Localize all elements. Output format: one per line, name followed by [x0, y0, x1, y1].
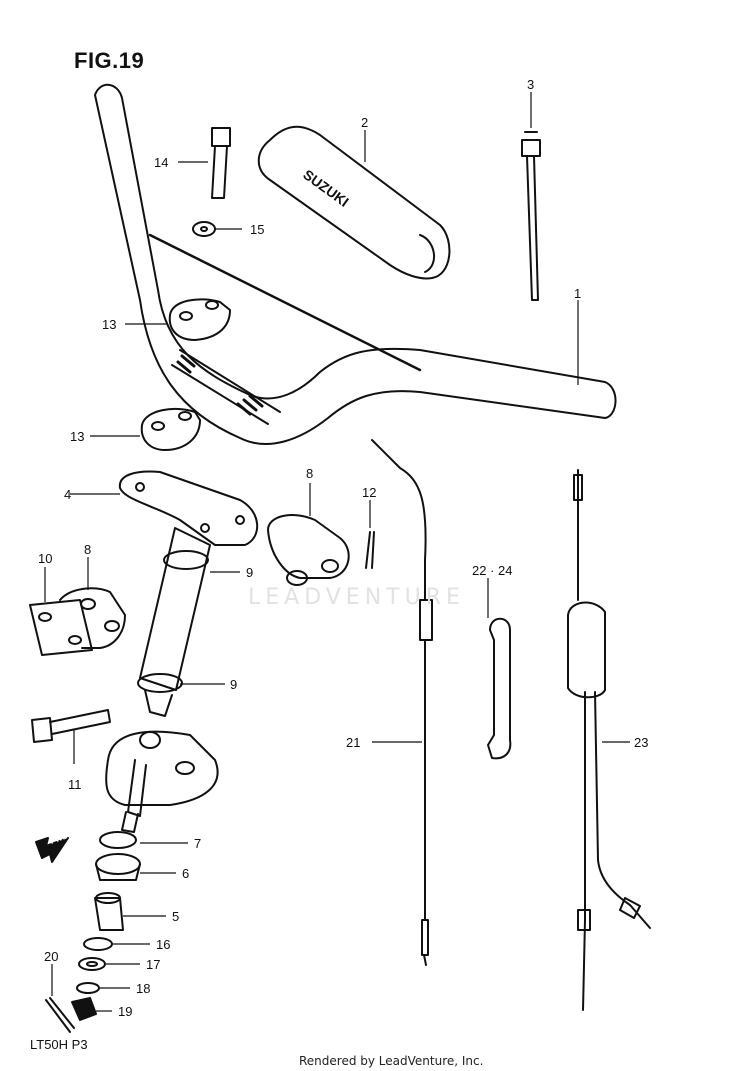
brake-cable: [567, 469, 651, 1011]
callout-8-left: 8: [84, 542, 92, 557]
callout-2: 2: [361, 115, 369, 130]
callout-10: 10: [38, 551, 53, 566]
cotter-pin-20: [45, 997, 75, 1033]
top-plate: [118, 470, 259, 546]
callout-7: 7: [194, 836, 202, 851]
callout-21: 21: [346, 735, 361, 750]
footer-credit: Rendered by LeadVenture, Inc.: [299, 1054, 484, 1068]
callout-14: 14: [154, 155, 169, 170]
washers-16-18: [76, 937, 113, 994]
steering-stem: [137, 527, 211, 717]
upper-clamp: [168, 298, 231, 341]
leader-lines: [44, 92, 630, 1012]
callout-15: 15: [250, 222, 265, 237]
throttle-cable: [371, 439, 433, 966]
stem-holder-right: [267, 514, 350, 586]
washer-15: [192, 221, 216, 237]
callout-23: 23: [634, 735, 649, 750]
cotter-pin: [365, 531, 375, 569]
callout-19: 19: [118, 1004, 133, 1019]
callout-16: 16: [156, 937, 171, 952]
lower-clamp: [140, 407, 201, 451]
callout-9-upper: 9: [246, 565, 254, 580]
figure-title: FIG.19: [74, 48, 145, 73]
callout-4: 4: [64, 487, 72, 502]
callout-9-lower: 9: [230, 677, 238, 692]
handlebar-knurling: [176, 354, 264, 416]
callout-11: 11: [68, 777, 82, 792]
handlebar-pad: [257, 125, 451, 280]
spacer-5: [94, 892, 124, 931]
watermark: LEADVENTURE: [248, 585, 465, 610]
callout-6: 6: [182, 866, 190, 881]
bolt-14: [211, 127, 231, 199]
callout-13-upper: 13: [102, 317, 117, 332]
callout-20: 20: [44, 949, 59, 964]
cable-tie: [521, 131, 541, 301]
lever-guard: [487, 617, 512, 760]
callout-3: 3: [527, 77, 535, 92]
bolt-11: [31, 709, 111, 743]
callout-5: 5: [172, 909, 180, 924]
callout-8-right: 8: [306, 466, 314, 481]
stem-holder-left: [29, 587, 126, 656]
bearing-set: [95, 831, 141, 881]
callout-18: 18: [136, 981, 151, 996]
handlebar: [94, 83, 617, 445]
model-code: LT50H P3: [30, 1037, 88, 1052]
callout-22-24: 22 · 24: [472, 563, 513, 578]
lower-bracket: [105, 730, 219, 833]
callout-13-lower: 13: [70, 429, 85, 444]
callout-17: 17: [146, 957, 161, 972]
callout-12: 12: [362, 485, 377, 500]
callout-1: 1: [574, 286, 582, 301]
nut-19: [71, 997, 97, 1021]
fwd-arrow-icon: [35, 837, 69, 863]
